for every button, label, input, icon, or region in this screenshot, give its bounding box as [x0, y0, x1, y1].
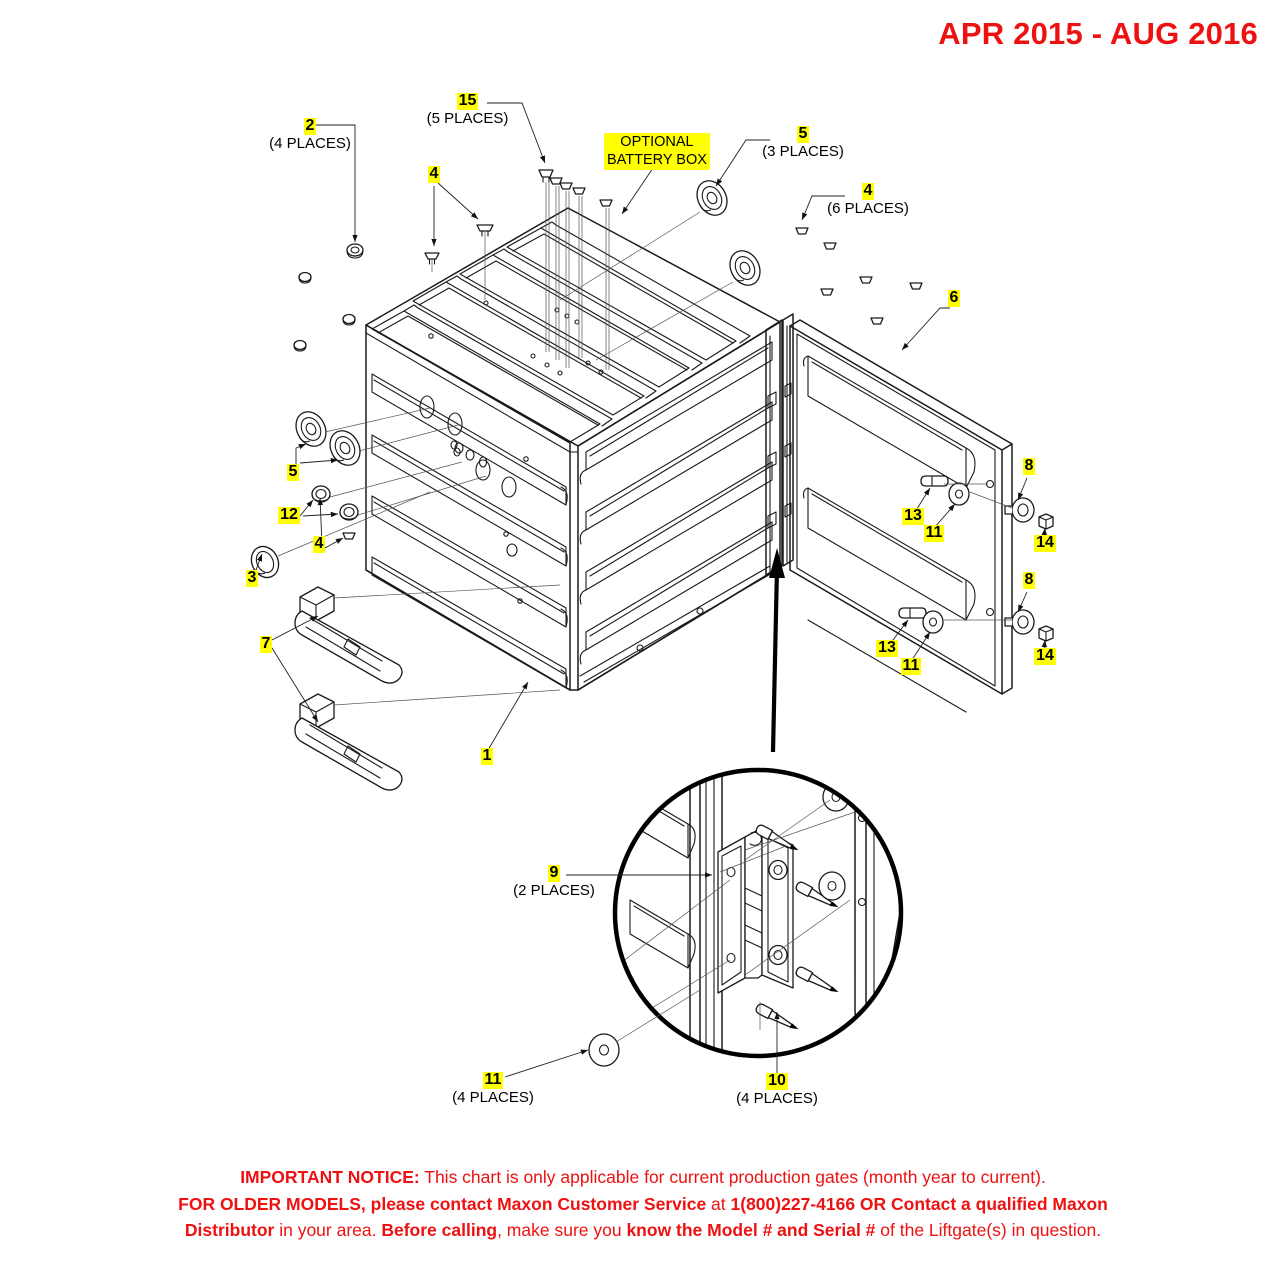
callout-10-bottom-number: 10: [766, 1072, 788, 1090]
callout-14-upper: 14: [1030, 534, 1060, 552]
notice-line3-mid1: in your area.: [274, 1220, 382, 1241]
callout-11-lower: 11: [896, 657, 926, 675]
notice-line2-mid1: please contact Maxon Customer Service: [365, 1193, 707, 1214]
hinge-detail-view: [612, 767, 904, 1059]
callout-leader-lines: [255, 102, 1047, 1078]
hardware-item-5-grommets-top: [559, 180, 761, 361]
notice-line3-bold2: Before calling: [381, 1220, 498, 1241]
notice-line3-mid2: , make sure you: [497, 1220, 627, 1241]
door-hardware-upper: [920, 475, 1054, 530]
callout-5-top: 5 (3 PLACES): [757, 125, 849, 160]
callout-4-upper: 4: [422, 165, 446, 183]
box-left-face: [365, 324, 571, 691]
callout-2-places: (4 PLACES): [269, 134, 351, 152]
hardware-item-5-grommets-left: [295, 407, 459, 466]
detail-view-arrow: [769, 548, 785, 753]
date-range-title: APR 2015 - AUG 2016: [938, 16, 1258, 51]
notice-line-3: Distributor in your area. Before calling…: [60, 1217, 1226, 1244]
callout-5-left: 5: [281, 463, 305, 481]
callout-6: 6: [942, 289, 966, 307]
callout-5-left-number: 5: [286, 463, 300, 481]
callout-8-lower: 8: [1018, 571, 1040, 589]
callout-7-number: 7: [259, 635, 273, 653]
callout-11-upper-number: 11: [923, 524, 945, 542]
hardware-item-11-washer-callout: [588, 989, 701, 1067]
notice-line3-bold1: Distributor: [184, 1220, 275, 1241]
important-notice: IMPORTANT NOTICE: This chart is only app…: [0, 1164, 1286, 1244]
notice-line2-bold1: FOR OLDER MODELS,: [178, 1193, 366, 1214]
optional-battery-box-label: OPTIONAL BATTERY BOX: [604, 133, 710, 171]
callout-8-upper: 8: [1018, 457, 1040, 475]
hardware-item-15-rivets: [538, 169, 613, 370]
notice-line2-bold2: 1(800)227-4166 OR Contact a qualified Ma…: [730, 1193, 1108, 1214]
callout-13-lower-number: 13: [876, 639, 898, 657]
notice-line3-rest: of the Liftgate(s) in question.: [875, 1220, 1102, 1241]
callout-5-top-number: 5: [796, 125, 810, 143]
callout-8-lower-number: 8: [1022, 571, 1036, 589]
battery-box-label-line1: OPTIONAL: [620, 134, 694, 150]
callout-4-lower: 4: [307, 535, 331, 553]
callout-11-upper: 11: [919, 524, 949, 542]
callout-4-lower-number: 4: [312, 535, 326, 553]
notice-line2-mid2: at: [706, 1193, 731, 1214]
callout-10-bottom: 10 (4 PLACES): [731, 1072, 823, 1107]
box-top-face: [365, 207, 781, 447]
callout-7: 7: [254, 635, 278, 653]
battery-box-label-line2: BATTERY BOX: [607, 151, 707, 168]
notice-line-2: FOR OLDER MODELS, please contact Maxon C…: [60, 1191, 1226, 1218]
callout-3: 3: [240, 569, 264, 587]
callout-4-upper-number: 4: [427, 165, 441, 183]
callout-4-six-places-text: (6 PLACES): [827, 199, 909, 217]
callout-11-bottom-places: (4 PLACES): [452, 1088, 534, 1106]
callout-12-number: 12: [278, 506, 300, 524]
door-hardware-lower: [898, 607, 1054, 642]
callout-9-places: (2 PLACES): [513, 881, 595, 899]
callout-1-number: 1: [480, 747, 494, 765]
callout-4-six-places: 4 (6 PLACES): [822, 182, 914, 217]
callout-11-lower-number: 11: [900, 657, 922, 675]
callout-4-six-number: 4: [861, 182, 875, 200]
callout-6-number: 6: [947, 289, 961, 307]
callout-2-number: 2: [303, 117, 317, 135]
callout-1: 1: [476, 747, 498, 765]
box-right-face: [365, 319, 783, 691]
callout-8-upper-number: 8: [1022, 457, 1036, 475]
callout-11-bottom-number: 11: [482, 1071, 504, 1089]
callout-15: 15 (5 PLACES): [420, 92, 515, 127]
callout-12: 12: [274, 506, 304, 524]
callout-10-bottom-places: (4 PLACES): [736, 1089, 818, 1107]
hardware-item-2: [293, 243, 364, 352]
callout-14-lower-number: 14: [1034, 647, 1056, 665]
notice-line1-rest: This chart is only applicable for curren…: [419, 1167, 1046, 1188]
callout-15-number: 15: [456, 92, 479, 110]
hardware-item-3-grommet: [250, 491, 431, 579]
callout-11-bottom: 11 (4 PLACES): [447, 1071, 539, 1106]
hardware-item-7-latches: [294, 584, 561, 791]
callout-5-top-places: (3 PLACES): [762, 142, 844, 160]
battery-box-body: [365, 207, 783, 691]
callout-2: 2 (4 PLACES): [265, 117, 355, 152]
callout-3-number: 3: [245, 569, 259, 587]
callout-14-lower: 14: [1030, 647, 1060, 665]
callout-13-upper-number: 13: [902, 507, 924, 525]
callout-9: 9 (2 PLACES): [508, 864, 600, 899]
callout-9-number: 9: [547, 864, 561, 882]
callout-14-upper-number: 14: [1034, 534, 1056, 552]
callout-13-lower: 13: [872, 639, 902, 657]
notice-line1-bold: IMPORTANT NOTICE:: [240, 1167, 420, 1188]
callout-13-upper: 13: [898, 507, 928, 525]
notice-line3-bold3: know the Model # and Serial #: [626, 1220, 876, 1241]
notice-line-1: IMPORTANT NOTICE: This chart is only app…: [60, 1164, 1226, 1191]
callout-15-places: (5 PLACES): [426, 109, 509, 127]
